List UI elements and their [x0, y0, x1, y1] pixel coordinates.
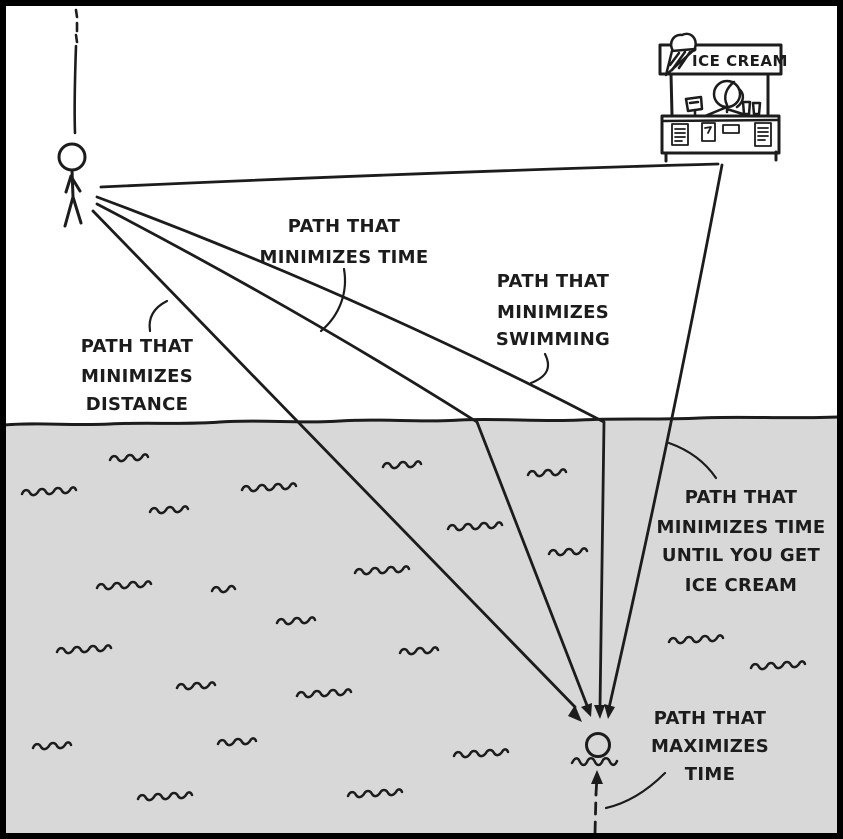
label-line: MINIMIZES: [81, 366, 193, 387]
label-line: PATH THAT: [497, 271, 610, 292]
stand-left-post: [669, 72, 674, 117]
label-ice-cream-time: PATH THAT MINIMIZES TIME UNTIL YOU GET I…: [657, 487, 826, 596]
path-minimizes-swimming: [95, 195, 606, 710]
path-to-ice-cream-stand: [99, 162, 720, 189]
water: [5, 417, 838, 834]
label-line: ICE CREAM: [685, 575, 797, 596]
arrowhead-minimizes-time: [581, 703, 592, 717]
counter-top-edge: [660, 118, 781, 123]
stand-legs: [664, 150, 778, 163]
pointer-minimizes-time: [319, 267, 346, 333]
vendor-figure: [703, 79, 751, 118]
ice-cream-cone-icon: [664, 32, 697, 77]
label-line: PATH THAT: [288, 216, 401, 237]
swimmer-figure: [570, 732, 619, 767]
label-maximizes-time: PATH THAT MAXIMIZES TIME: [651, 708, 769, 785]
label-line: UNTIL YOU GET: [662, 545, 821, 566]
label-minimizes-distance: PATH THAT MINIMIZES DISTANCE: [81, 336, 194, 415]
beach-person-head: [57, 142, 87, 172]
vendor-ponytail: [735, 87, 745, 109]
label-line: DISTANCE: [86, 394, 188, 415]
label-line: MINIMIZES TIME: [657, 517, 826, 538]
label-minimizes-swimming: PATH THAT MINIMIZES SWIMMING: [496, 271, 610, 350]
beach-person-arms: [64, 174, 82, 194]
label-minimizes-time: PATH THAT MINIMIZES TIME: [260, 216, 429, 268]
arrowhead-ice-cream: [604, 704, 615, 719]
pointer-minimizes-swimming: [529, 352, 550, 385]
label-line: MINIMIZES TIME: [260, 247, 429, 268]
pointer-ice-cream-time: [667, 441, 718, 480]
beach-person-body: [70, 168, 75, 199]
label-line: MAXIMIZES: [651, 736, 769, 757]
swimmer-head: [585, 732, 611, 758]
label-line: PATH THAT: [685, 487, 798, 508]
swimmer-water-line: [570, 757, 619, 767]
counter-menus: [671, 122, 772, 147]
arrowhead-minimizes-distance: [568, 705, 582, 722]
arrowhead-minimizes-swimming: [594, 705, 605, 719]
counter-cups: [741, 100, 762, 116]
beach-person-legs: [63, 195, 83, 228]
path-ice-cream-to-swimmer: [607, 163, 724, 710]
ice-cream-sign-text: ICE CREAM: [692, 52, 788, 70]
label-line: PATH THAT: [654, 708, 767, 729]
label-line: PATH THAT: [81, 336, 194, 357]
walked-path-dashed-line: [73, 8, 79, 135]
label-line: TIME: [685, 764, 735, 785]
label-line: MINIMIZES: [497, 302, 609, 323]
pointer-minimizes-distance: [148, 299, 169, 333]
label-line: SWIMMING: [496, 329, 610, 350]
path-minimizes-time: [95, 202, 590, 710]
ice-cream-stand: [658, 32, 783, 163]
path-minimizes-distance: [91, 209, 577, 709]
arrowheads: [568, 703, 615, 784]
cash-register: [684, 95, 704, 118]
pointer-maximizes-time: [604, 771, 667, 810]
beach-person-figure: [57, 142, 87, 228]
vendor-hair: [724, 80, 736, 107]
shoreline: [3, 415, 840, 427]
arrowhead-maximizes-time: [591, 770, 603, 784]
